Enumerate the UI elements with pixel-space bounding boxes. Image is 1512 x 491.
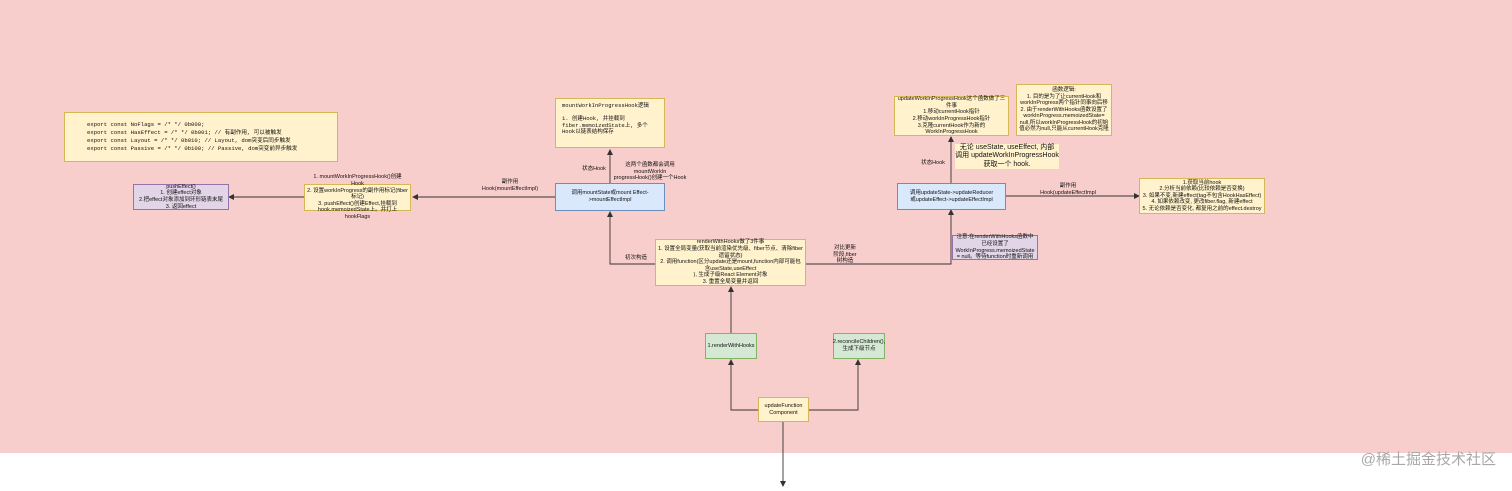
- label-both-call: 这两个函数都会调用mountWorkIn progressHook()创建一个H…: [613, 162, 687, 182]
- label-side-effect-update: 副作用 Hook(updateEffectImpl: [1040, 183, 1096, 196]
- label-initial-build: 初次构造: [624, 255, 647, 261]
- label-state-hook-left: 状态Hook: [582, 166, 606, 172]
- effect-flags-box: export const NoFlags = /* */ 0b000; expo…: [64, 112, 338, 162]
- mount-state-box: 调用mountState或mount Effect->mountEffectIm…: [555, 183, 665, 211]
- diagram-canvas: [0, 0, 1512, 453]
- function-logic-box: 函数逻辑: 1. 目的是为了让currentHook和workInProgres…: [1016, 84, 1112, 136]
- edge-initial-build: [607, 211, 655, 265]
- label-compare-update: 对比更新 阶段,fiber 树构造: [833, 245, 857, 265]
- update-wip-hook-box: updateWorkInProgressHook这个函数做了三件事 1.移动cu…: [894, 96, 1009, 136]
- reconcile-children-box: 2.reconcileChildren(), 生成下级节点: [833, 333, 885, 359]
- update-function-component-box: updateFunction Component: [758, 397, 809, 422]
- push-effect-box: pushEffect() 1. 创建effect对象 2.把effect对象添加…: [133, 184, 229, 210]
- note-reset-box: 注意:在renderWithHooks函数中已经设置了 WorkInProgre…: [952, 234, 1038, 260]
- watermark: @稀土掘金技术社区: [1360, 451, 1496, 468]
- label-state-hook-right: 状态Hook: [921, 160, 945, 166]
- update-effect-steps-box: 1.获取当前hook 2.分析当前依赖(比较依赖是否变换) 3. 如果不变,新建…: [1139, 178, 1265, 214]
- label-side-effect-mount: 副作用 Hook(mountEffectImpl): [481, 179, 539, 192]
- render-with-hooks-step-box: 1.renderWithHooks: [705, 333, 757, 359]
- mount-wip-hook-box: mountWorkInProgressHook逻辑 1. 创建Hook, 并挂载…: [555, 98, 665, 148]
- mount-effect-steps-box: 1. mountWorkInProgressHook()创建Hook 2. 设置…: [304, 174, 411, 220]
- update-state-box: 调用updateState->updateReducer 或updateEffe…: [897, 183, 1006, 210]
- edge-compare-update: [806, 209, 954, 265]
- label-regardless-hook: 无论 useState, useEffect, 内部 调用 updateWork…: [955, 144, 1059, 170]
- render-with-hooks-box: renderWithHooks做了3件事 1. 设置全局变量(获取当前渲染优先级…: [655, 239, 806, 286]
